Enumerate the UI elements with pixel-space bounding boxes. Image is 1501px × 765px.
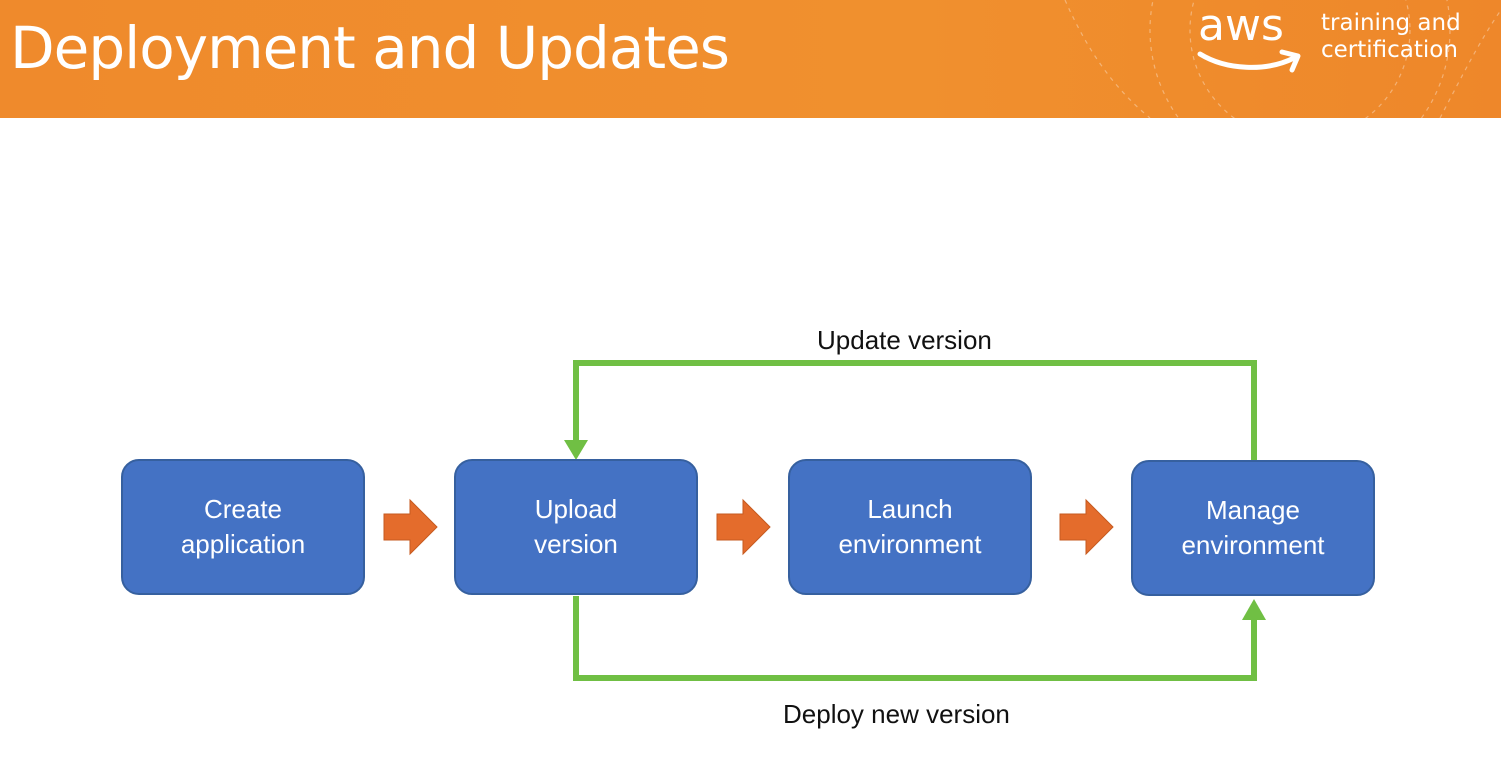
step-upload-version: Upload version — [454, 459, 698, 595]
aws-smile-icon — [1197, 49, 1301, 73]
header-banner: Deployment and Updates aws training and … — [0, 0, 1501, 118]
step-launch-environment: Launch environment — [788, 459, 1032, 595]
update-version-line — [573, 360, 1257, 460]
deploy-new-version-line — [573, 596, 1257, 681]
step-manage-environment: Manage environment — [1131, 460, 1375, 596]
header-decoration — [1064, 0, 1501, 118]
deploy-new-version-arrowhead — [1242, 599, 1266, 620]
tagline-line-2: certification — [1321, 37, 1458, 63]
page-title: Deployment and Updates — [10, 14, 730, 82]
deploy-new-version-label: Deploy new version — [783, 699, 1010, 729]
update-version-label: Update version — [817, 325, 992, 355]
flow-arrow-1 — [383, 498, 438, 556]
update-version-arrowhead — [564, 440, 588, 460]
aws-logo-tagline: training and certification — [1321, 10, 1491, 64]
update-version-loop — [573, 360, 1257, 460]
flow-arrow-2 — [716, 498, 771, 556]
step-create-application: Create application — [121, 459, 365, 595]
tagline-line-1: training and — [1321, 10, 1461, 36]
aws-logo-wordmark: aws — [1198, 0, 1284, 51]
flow-arrow-3 — [1059, 498, 1114, 556]
deploy-new-version-loop — [573, 596, 1257, 681]
